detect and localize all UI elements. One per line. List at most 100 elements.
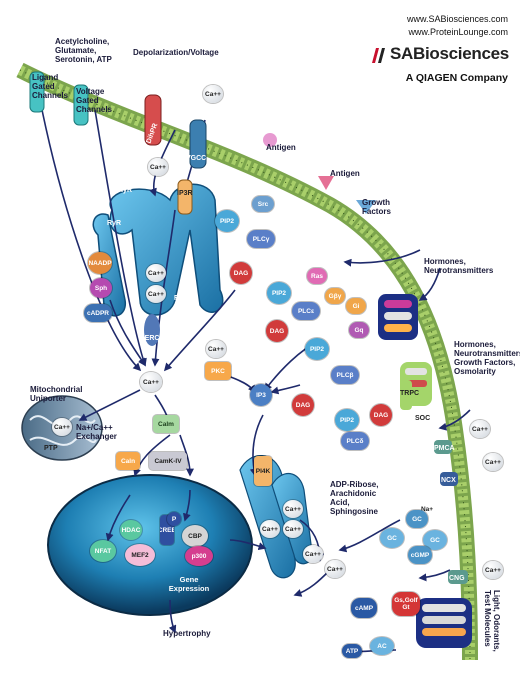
vgcc-channel: VGCC: [186, 119, 207, 169]
molecule-ca-9: Ca++: [260, 520, 280, 538]
label-depolarization: Depolarization/Voltage: [133, 48, 219, 57]
molecule-ca-11: Ca++: [325, 560, 345, 578]
stimulus-ligands: Acetylcholine,Glutamate,Serotonin, ATP: [55, 37, 113, 64]
molecule-ac-49: AC: [370, 637, 394, 655]
molecule-ca-2: Ca++: [146, 264, 166, 282]
molecule-mef2-52: MEF2: [125, 544, 155, 566]
molecule-ip3-36: IP3: [250, 384, 272, 406]
molecule-dag-31: DAG: [292, 394, 314, 416]
molecule-rgs-26: Gβγ: [325, 288, 345, 304]
molecule-hdac-51: HDAC: [120, 520, 142, 540]
antigen-2: Antigen: [318, 169, 360, 190]
label-hypertrophy: Hypertrophy: [163, 629, 211, 638]
molecule-ca-7: Ca++: [283, 500, 303, 518]
molecule-pip2-29: PIP2: [305, 338, 329, 360]
molecule-ca-10: Ca++: [303, 545, 323, 563]
molecule-ca-6: Ca++: [52, 418, 72, 436]
label-ligands: Acetylcholine,Glutamate,Serotonin, ATP: [55, 37, 113, 64]
molecule-dag-23: DAG: [266, 320, 288, 342]
cng-channel: CNG: [448, 570, 468, 584]
molecule-ca-14: Ca++: [483, 561, 503, 579]
label-hormones-2: Hormones,Neurotransmitters,Growth Factor…: [454, 340, 520, 376]
label-serca: SERCA: [140, 335, 165, 342]
molecule-plcb-30: PLCβ: [331, 366, 359, 384]
label-antigen-2: Antigen: [330, 169, 360, 178]
molecule-sph-16: Sph: [90, 278, 112, 298]
sr-stack: [239, 455, 313, 579]
antigen-1: Antigen: [263, 133, 296, 152]
molecule-cgmp-45: cGMP: [408, 546, 432, 564]
molecule-plce-24: PLCε: [292, 302, 320, 320]
pmca-pump: PMCA: [434, 440, 455, 454]
ptp-channel: PTP: [44, 445, 58, 452]
ncx-channel: NCX: [440, 472, 458, 486]
molecule-camp-46: cAMP: [351, 598, 377, 618]
brand-logo: SABiosciences: [366, 44, 516, 66]
molecule-gq-28: Gq: [349, 322, 369, 338]
molecule-src-21: Src: [252, 196, 274, 212]
output-hypertrophy: Hypertrophy: [163, 629, 211, 638]
ip3r-channel: IP3R: [177, 179, 193, 215]
label-hormones-1: Hormones,Neurotransmitters: [424, 257, 494, 275]
molecule-pkc-35: PKC: [205, 362, 231, 380]
molecule-dag-33: DAG: [370, 404, 392, 426]
serca-pump: SERCA: [140, 314, 165, 346]
label-trpc: TRPC: [400, 390, 419, 397]
molecule-pip2-32: PIP2: [335, 409, 359, 431]
molecule-ca-4: Ca++: [206, 340, 226, 358]
nucleus: [47, 474, 253, 616]
molecule-atp-48: ATP: [342, 644, 362, 658]
molecule-caln-38: Caln: [116, 452, 140, 470]
brand-subtitle: A QIAGEN Company: [405, 72, 508, 84]
molecule-pip2-18: PIP2: [215, 210, 239, 232]
molecule-ca-5: Ca++: [140, 372, 162, 392]
stimulus-hormones-1: Hormones,Neurotransmitters: [424, 257, 494, 275]
molecule-ca-1: Ca++: [148, 158, 168, 176]
label-pmca: PMCA: [434, 445, 455, 452]
dihpr-channel: DihPR: [144, 94, 162, 146]
label-light: Light, Odorants,Test Molecules: [483, 590, 501, 652]
molecule-gi-27: Gi: [346, 298, 366, 314]
molecule-cbp-55: CBP: [182, 525, 208, 547]
molecule-gs-47: Gs,Golf Gt: [392, 592, 420, 616]
molecule-p-54: P: [167, 512, 181, 526]
molecule-pip2-22: PIP2: [267, 282, 291, 304]
molecule-ca-13: Ca++: [483, 453, 503, 471]
gene-expression-label: Gene Expression: [168, 575, 210, 593]
molecule-nfat-50: NFAT: [90, 540, 116, 562]
label-ptp: PTP: [44, 445, 58, 452]
brand-name: SABiosciences: [390, 44, 509, 63]
molecule-ca-8: Ca++: [283, 520, 303, 538]
molecule-ca-3: Ca++: [146, 285, 166, 303]
molecule-cadpr-17: cADPR: [84, 304, 112, 322]
receptor-bottom: [416, 598, 472, 648]
molecule-naadp-15: NAADP: [88, 252, 112, 274]
url-proteinlounge[interactable]: www.ProteinLounge.com: [408, 27, 508, 37]
label-vgcc: VGCC: [186, 155, 206, 162]
label-ip3r: IP3R: [177, 190, 193, 197]
label-ryr-3: RyR: [174, 295, 188, 302]
gpcr-cluster-1: [378, 294, 418, 340]
molecule-gc-44: GC: [423, 530, 447, 550]
ryr-channel: RyR RyR RyR: [107, 187, 188, 302]
molecule-ca-0: Ca++: [203, 85, 223, 103]
molecule-p300-56: p300: [185, 546, 213, 566]
label-ryr-2: RyR: [107, 220, 121, 227]
exchanger: Na+/Ca++Exchanger: [76, 423, 117, 441]
label-antigen-1: Antigen: [266, 143, 296, 152]
label-cng: CNG: [449, 575, 465, 582]
label-ryr-1: RyR: [118, 187, 132, 194]
label-ncx: NCX: [441, 477, 456, 484]
url-sabiosciences[interactable]: www.SABiosciences.com: [406, 14, 508, 24]
